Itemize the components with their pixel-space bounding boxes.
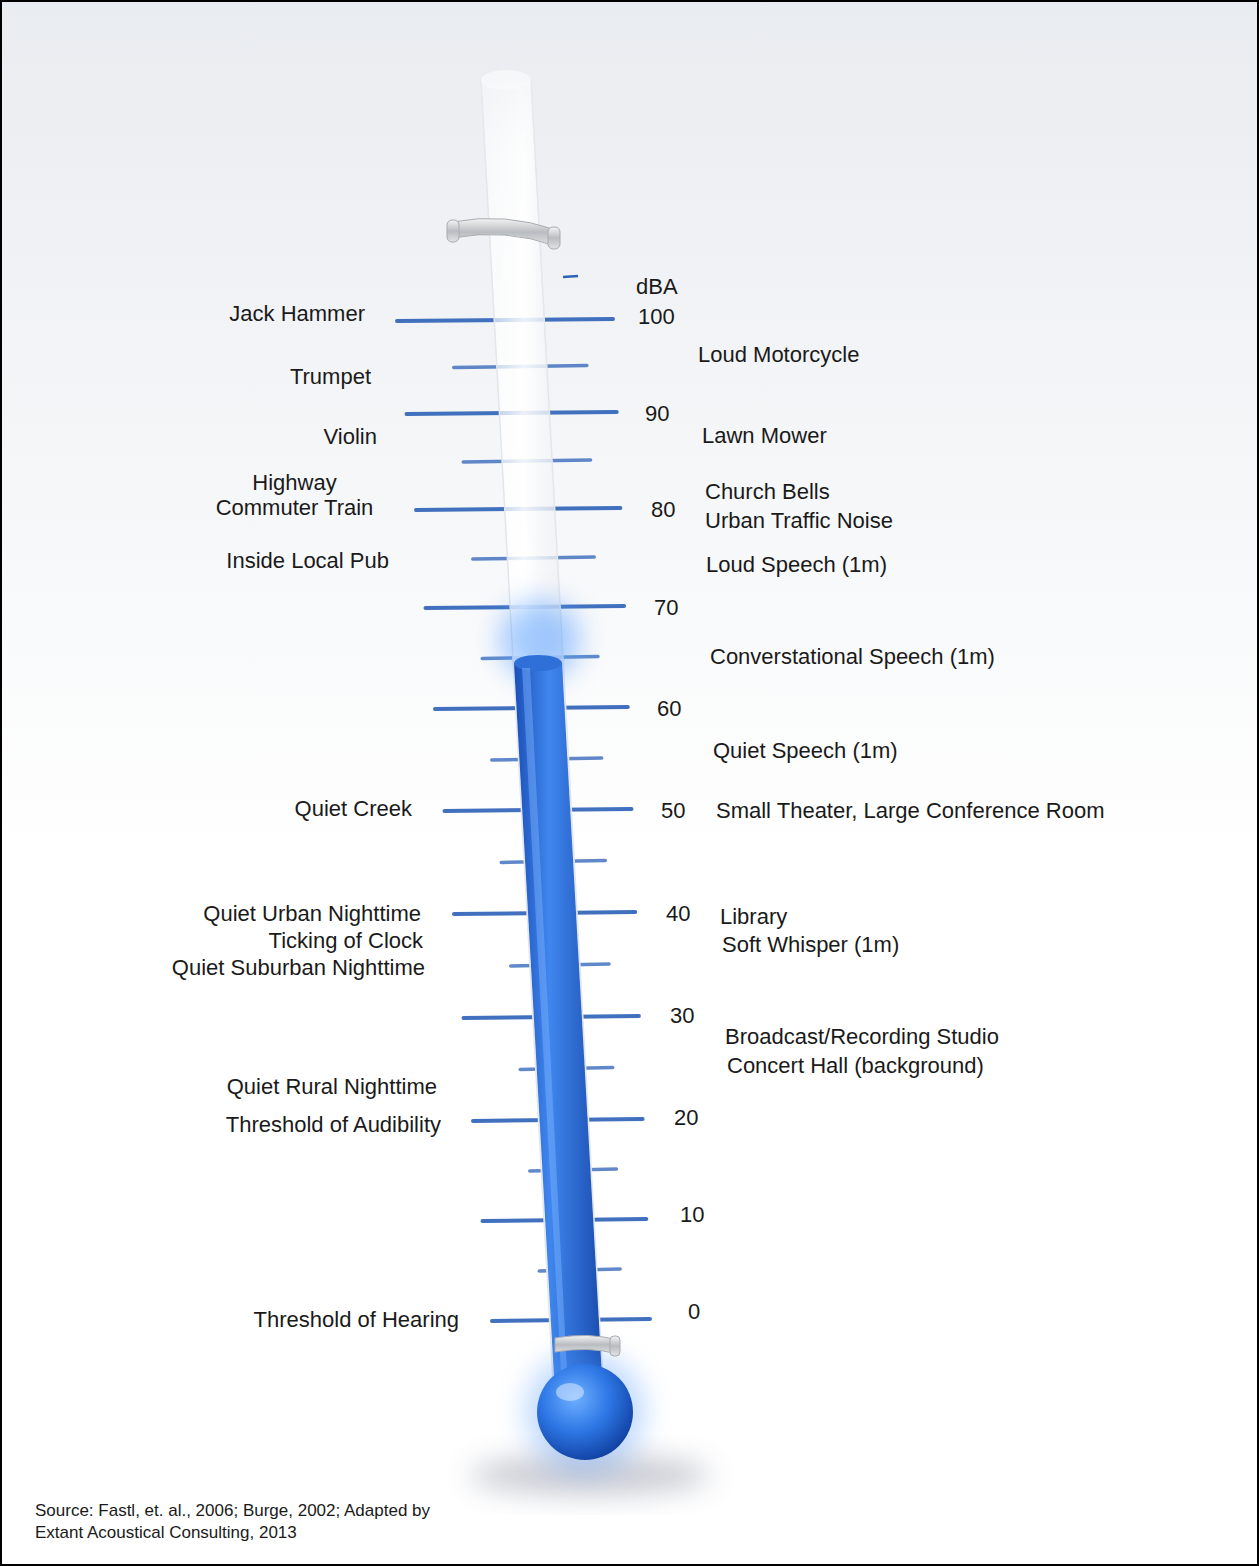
sound-example-label: Quiet Suburban Nighttime	[172, 955, 425, 980]
scale-value: 90	[645, 401, 669, 426]
sound-example-label: Soft Whisper (1m)	[722, 932, 899, 957]
source-caption: Source: Fastl, et. al., 2006; Burge, 200…	[35, 1500, 435, 1544]
sound-example-label: Trumpet	[290, 364, 371, 389]
scale-value: 10	[680, 1202, 704, 1227]
sound-example-label: Concert Hall (background)	[727, 1053, 984, 1078]
sound-example-label: Violin	[324, 424, 377, 449]
sound-example-label: Highway Commuter Train	[207, 470, 382, 520]
scale-value: 50	[661, 798, 685, 823]
sound-example-label: Quiet Rural Nighttime	[227, 1074, 437, 1099]
sound-example-label: Small Theater, Large Conference Room	[716, 798, 1104, 823]
sound-example-label: Quiet Speech (1m)	[713, 738, 898, 763]
scale-value: 100	[638, 304, 675, 329]
sound-example-label: Urban Traffic Noise	[705, 508, 893, 533]
sound-example-label: Quiet Creek	[295, 796, 412, 821]
scale-value: 20	[674, 1105, 698, 1130]
sound-example-label: Loud Motorcycle	[698, 342, 859, 367]
sound-example-label: Threshold of Audibility	[226, 1112, 441, 1137]
scale-value: 70	[654, 595, 678, 620]
scale-value: 30	[670, 1003, 694, 1028]
scale-tick	[563, 276, 578, 277]
sound-example-label: Lawn Mower	[702, 423, 827, 448]
sound-example-label: Broadcast/Recording Studio	[725, 1024, 999, 1049]
scale-value: 80	[651, 497, 675, 522]
sound-example-label: Church Bells	[705, 479, 830, 504]
scale-value: 0	[688, 1299, 700, 1324]
scale-value: 40	[666, 901, 690, 926]
sound-example-label: Ticking of Clock	[269, 928, 423, 953]
scale-value: 60	[657, 696, 681, 721]
sound-example-label: Quiet Urban Nighttime	[203, 901, 421, 926]
sound-example-label: Library	[720, 904, 787, 929]
sound-example-label: Jack Hammer	[229, 301, 365, 326]
scale-value: dBA	[636, 274, 678, 299]
sound-example-label: Inside Local Pub	[226, 548, 389, 573]
sound-example-label: Threshold of Hearing	[254, 1307, 459, 1332]
sound-example-label: Loud Speech (1m)	[706, 552, 887, 577]
sound-example-label: Converstational Speech (1m)	[710, 644, 995, 669]
